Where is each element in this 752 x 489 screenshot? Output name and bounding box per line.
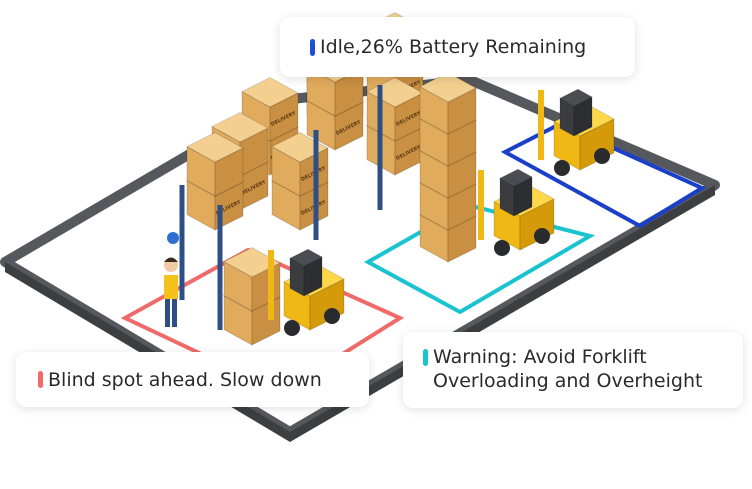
overload-warning-indicator bbox=[423, 349, 428, 366]
forklift-idle-cab bbox=[558, 88, 594, 137]
tall-crate-stack bbox=[418, 72, 478, 135]
forklift-wheel bbox=[494, 240, 510, 256]
crate bbox=[185, 132, 245, 197]
idle-status-indicator bbox=[310, 38, 315, 56]
overload-warning-text: Warning: Avoid Forklift Overloading and … bbox=[433, 346, 703, 392]
blind-spot-text: Blind spot ahead. Slow down bbox=[48, 368, 322, 391]
forklift-mast bbox=[538, 90, 544, 160]
idle-status-text: Idle,26% Battery Remaining bbox=[320, 36, 587, 58]
forklift-wheel bbox=[594, 148, 610, 164]
idle-status-callout: Idle,26% Battery Remaining bbox=[280, 17, 635, 77]
location-pin-icon bbox=[167, 232, 179, 244]
forklift-wheel bbox=[554, 160, 570, 176]
blind-spot-callout: Blind spot ahead. Slow down bbox=[16, 352, 369, 407]
forklift-mast bbox=[478, 170, 484, 240]
blind-spot-indicator bbox=[38, 371, 43, 388]
crate: DELIVERY bbox=[270, 132, 330, 197]
overload-warning-callout: Warning: Avoid Forklift Overloading and … bbox=[403, 332, 743, 408]
forklift-wheel bbox=[534, 228, 550, 244]
forklift-overload-cab bbox=[498, 168, 534, 217]
forklift-wheel bbox=[284, 320, 300, 336]
forklift-blind-spot-cab bbox=[288, 248, 324, 297]
worker-figure bbox=[164, 257, 178, 327]
forklift-wheel bbox=[324, 308, 340, 324]
forklift-mast bbox=[268, 250, 274, 320]
